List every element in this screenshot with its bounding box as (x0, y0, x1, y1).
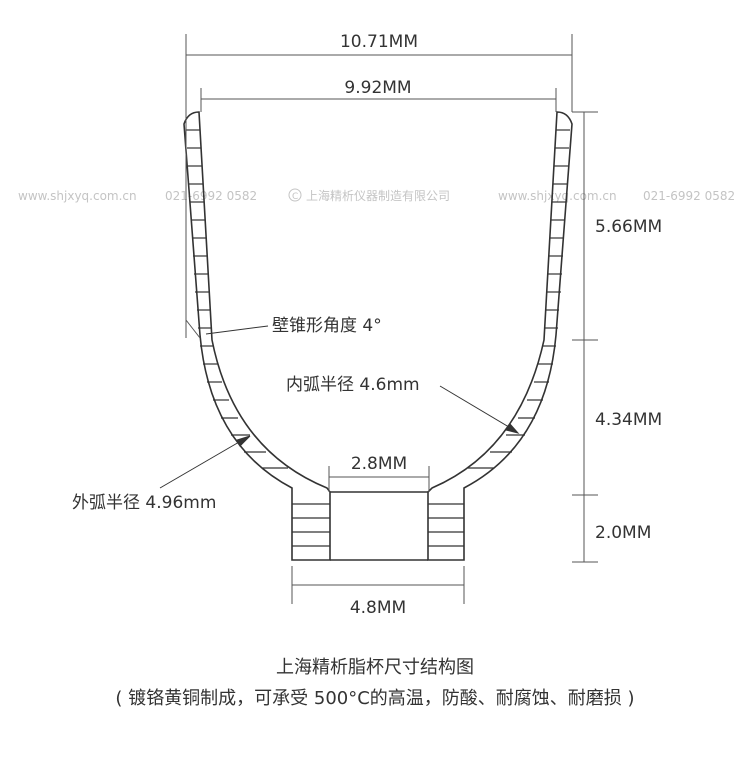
watermark: www.shjxyq.com.cn 021-6992 0582 C 上海精析仪器… (18, 188, 735, 203)
dim-upper-height: 5.66MM (595, 217, 662, 237)
left-wall-outline (183, 111, 331, 561)
dim-outer-top-width: 10.71MM (340, 32, 418, 52)
caption-subtitle: ( 镀铬黄铜制成，可承受 500°C的高温，防酸、耐腐蚀、耐磨损 ) (115, 688, 635, 709)
watermark-company: 上海精析仪器制造有限公司 (306, 188, 450, 203)
bottom-bore (330, 491, 428, 561)
watermark-phone-right: 021-6992 0582 (643, 189, 735, 203)
watermark-url-right: www.shjxyq.com.cn (498, 189, 617, 203)
dim-base-height: 2.0MM (595, 523, 651, 543)
cup-cross-section (183, 111, 573, 561)
right-wall-outline (427, 111, 573, 561)
svg-text:C: C (292, 192, 298, 202)
dim-base-width: 4.8MM (350, 598, 406, 618)
note-inner-radius: 内弧半径 4.6mm (286, 375, 420, 395)
dim-middle-height: 4.34MM (595, 410, 662, 430)
watermark-phone-left: 021-6992 0582 (165, 189, 257, 203)
caption-title: 上海精析脂杯尺寸结构图 (276, 657, 474, 678)
copyright-icon (288, 188, 302, 202)
note-outer-radius: 外弧半径 4.96mm (72, 493, 216, 513)
dim-bottom-inner-width: 2.8MM (351, 454, 407, 474)
dim-inner-top-width: 9.92MM (344, 78, 411, 98)
note-wall-taper: 壁锥形角度 4° (272, 316, 382, 336)
watermark-url-left: www.shjxyq.com.cn (18, 189, 137, 203)
wall-hatching (186, 129, 570, 547)
leader-lines (159, 325, 520, 489)
dimension-lines (185, 34, 598, 604)
